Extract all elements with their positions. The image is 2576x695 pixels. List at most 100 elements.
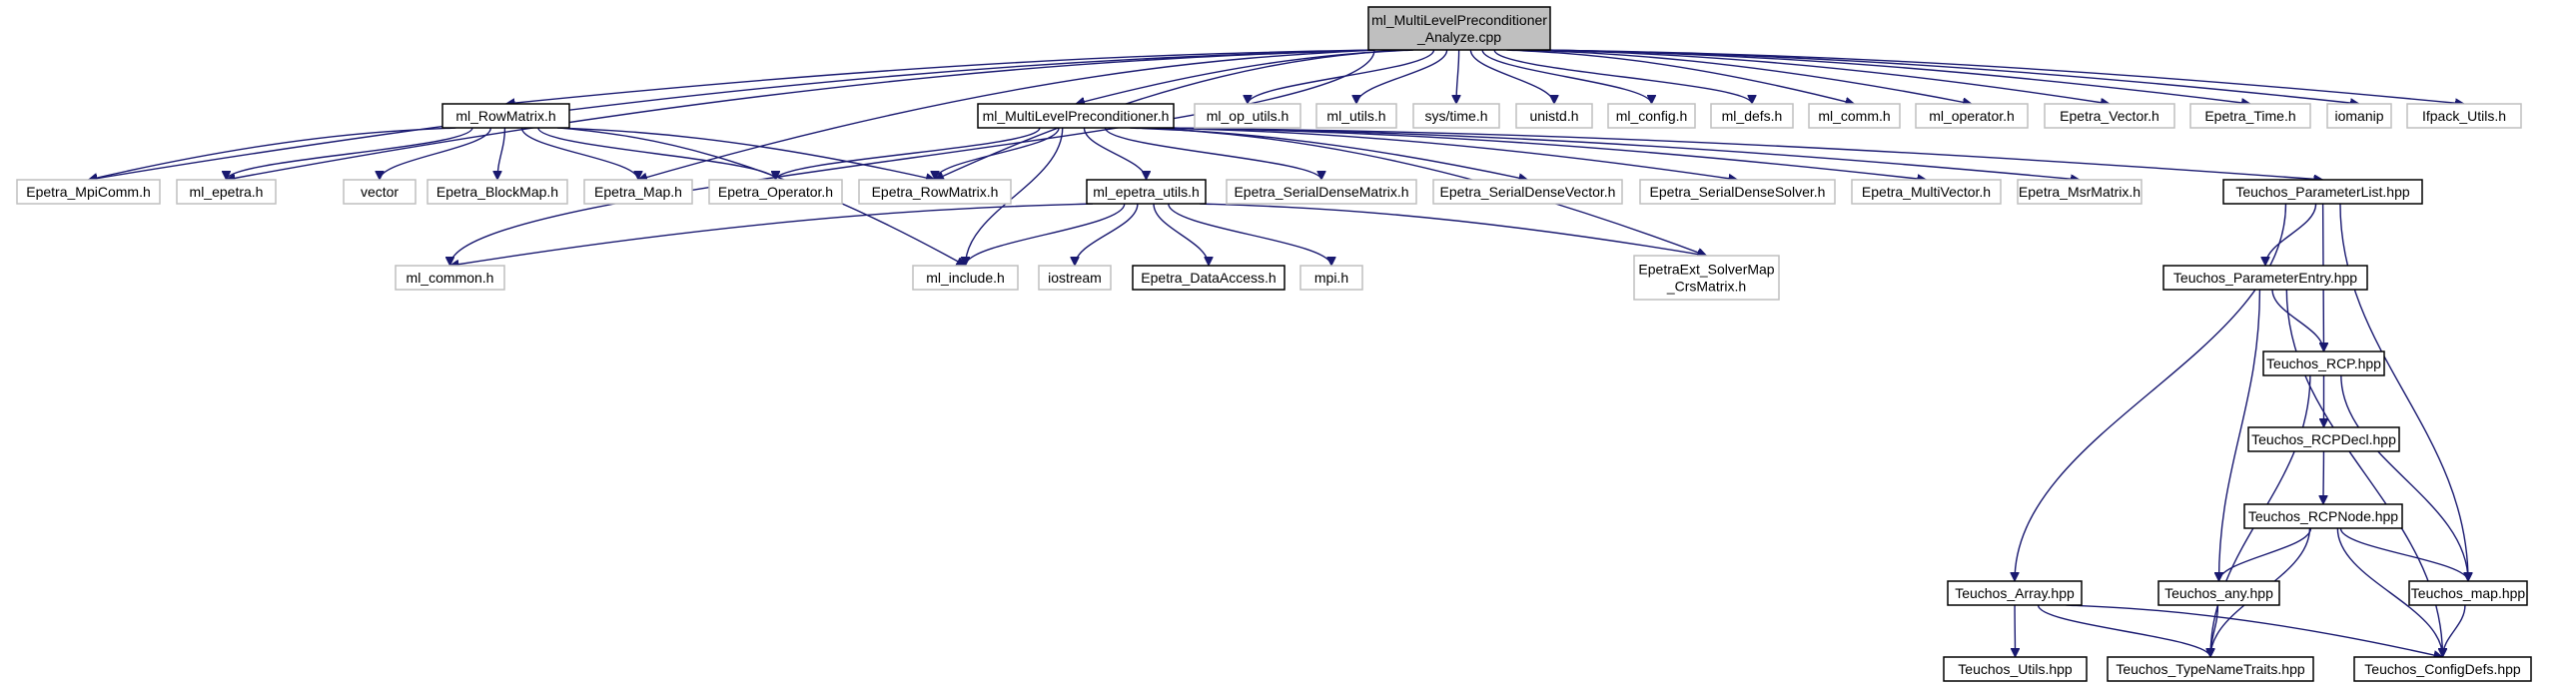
node-epetra_rowmatrix: Epetra_RowMatrix.h [858, 179, 1012, 205]
node-mlp_h[interactable]: ml_MultiLevelPreconditioner.h [977, 103, 1175, 129]
edge-rowmatrix_h-to-vector [380, 127, 492, 181]
node-box [1808, 103, 1901, 129]
node-label: mpi.h [1314, 270, 1348, 286]
edge-root-to-epetra_map [638, 49, 1375, 180]
node-label: ml_common.h [407, 270, 494, 286]
node-label: iostream [1048, 270, 1102, 286]
node-t_utils[interactable]: Teuchos_Utils.hpp [1943, 656, 2088, 682]
node-t_typename[interactable]: Teuchos_TypeNameTraits.hpp [2107, 656, 2314, 682]
node-t_plist[interactable]: Teuchos_ParameterList.hpp [2222, 179, 2423, 205]
node-ml_include: ml_include.h [912, 265, 1019, 291]
edge-mlp_h-to-ml_epetra_utils [1083, 127, 1146, 181]
node-box [1367, 6, 1551, 51]
node-ml_comm: ml_comm.h [1808, 103, 1901, 129]
node-box [1851, 179, 2002, 205]
node-box [2107, 656, 2314, 682]
node-ml_utils: ml_utils.h [1315, 103, 1397, 129]
node-t_pentry[interactable]: Teuchos_ParameterEntry.hpp [2162, 265, 2368, 291]
edge-t_rcpnode-to-t_map [2339, 527, 2468, 582]
node-epetra_dataaccess[interactable]: Epetra_DataAccess.h [1132, 265, 1286, 291]
edge-rowmatrix_h-to-epetra_operator [537, 127, 776, 181]
node-box [2406, 103, 2522, 129]
edge-rowmatrix_h-to-epetra_rowmatrix [557, 127, 935, 180]
node-box [1633, 255, 1780, 301]
node-t_map[interactable]: Teuchos_map.hpp [2408, 580, 2528, 606]
node-label: Teuchos_map.hpp [2411, 585, 2526, 601]
node-t_array[interactable]: Teuchos_Array.hpp [1947, 580, 2083, 606]
edge-t_array-to-t_typename [2037, 604, 2210, 658]
node-box [1947, 580, 2083, 606]
edge-mlp_h-to-solvermap [1151, 127, 1707, 256]
node-epetra_blockmap: Epetra_BlockMap.h [427, 179, 568, 205]
edge-mlp_h-to-sdv [1130, 127, 1527, 180]
node-box [343, 179, 417, 205]
node-epetra_vector: Epetra_Vector.h [2044, 103, 2175, 129]
edge-root-to-ml_utils [1356, 49, 1448, 105]
node-msrmatrix: Epetra_MsrMatrix.h [2017, 179, 2143, 205]
node-box [708, 179, 843, 205]
node-ml_config: ml_config.h [1607, 103, 1696, 129]
node-box [2243, 503, 2403, 529]
edge-mlp_h-to-t_plist [1167, 127, 2323, 180]
edge-t_map-to-t_configdefs [2443, 604, 2466, 658]
edge-t_plist-to-t_array [2015, 203, 2287, 581]
node-ml_defs: ml_defs.h [1710, 103, 1794, 129]
node-box [583, 179, 693, 205]
node-t_rcpnode[interactable]: Teuchos_RCPNode.hpp [2243, 503, 2403, 529]
node-label: Teuchos_ParameterEntry.hpp [2173, 270, 2357, 286]
nodes-layer: ml_MultiLevelPreconditioner_Analyze.cppm… [16, 6, 2532, 682]
node-root[interactable]: ml_MultiLevelPreconditioner_Analyze.cpp [1367, 6, 1551, 51]
node-ml_epetra_utils[interactable]: ml_epetra_utils.h [1086, 179, 1207, 205]
node-label: Teuchos_ParameterList.hpp [2235, 184, 2410, 200]
edge-root-to-ml_defs [1493, 49, 1752, 105]
edge-root-to-epetra_mpicomm [89, 49, 1375, 180]
node-box [1515, 103, 1593, 129]
node-box [2162, 265, 2368, 291]
node-box [1710, 103, 1794, 129]
node-t_rcpdecl[interactable]: Teuchos_RCPDecl.hpp [2247, 426, 2400, 452]
edge-ml_epetra_utils-to-epetra_dataaccess [1153, 203, 1209, 267]
node-box [1915, 103, 2029, 129]
node-box [427, 179, 568, 205]
node-box [1086, 179, 1207, 205]
node-box [1639, 179, 1836, 205]
node-label: ml_utils.h [1326, 108, 1385, 124]
node-box [1412, 103, 1500, 129]
node-label: ml_RowMatrix.h [455, 108, 555, 124]
node-label: ml_epetra.h [190, 184, 264, 200]
node-op_utils: ml_op_utils.h [1194, 103, 1301, 129]
node-box [2408, 580, 2528, 606]
edge-t_pentry-to-t_any [2219, 289, 2261, 581]
node-label: Epetra_SerialDenseMatrix.h [1234, 184, 1408, 200]
node-label: iomanip [2334, 108, 2383, 124]
node-box [2262, 350, 2385, 376]
node-label: Epetra_DataAccess.h [1141, 270, 1276, 286]
node-box [1943, 656, 2088, 682]
edge-t_plist-to-t_pentry [2265, 203, 2317, 267]
node-label: Epetra_Operator.h [718, 184, 833, 200]
node-sdv: Epetra_SerialDenseVector.h [1432, 179, 1623, 205]
edge-root-to-op_utils [1248, 49, 1435, 105]
node-label: Epetra_MsrMatrix.h [2019, 184, 2141, 200]
edge-rowmatrix_h-to-ml_epetra [227, 127, 473, 181]
node-t_rcp[interactable]: Teuchos_RCP.hpp [2262, 350, 2385, 376]
node-label: ml_include.h [926, 270, 1005, 286]
node-epetra_time: Epetra_Time.h [2189, 103, 2311, 129]
node-box [1299, 265, 1363, 291]
edge-rowmatrix_h-to-epetra_blockmap [497, 127, 506, 180]
edge-root-to-ml_epetra [227, 49, 1375, 180]
node-label: Epetra_Time.h [2204, 108, 2295, 124]
node-rowmatrix_h[interactable]: ml_RowMatrix.h [441, 103, 570, 129]
node-label: Teuchos_ConfigDefs.hpp [2364, 661, 2521, 677]
node-label: ml_epetra_utils.h [1093, 184, 1200, 200]
node-label: Teuchos_Array.hpp [1955, 585, 2075, 601]
node-box [2247, 426, 2400, 452]
node-t_configdefs[interactable]: Teuchos_ConfigDefs.hpp [2353, 656, 2532, 682]
node-label: Teuchos_RCP.hpp [2266, 355, 2381, 371]
node-box [2353, 656, 2532, 682]
node-label: Teuchos_any.hpp [2164, 585, 2273, 601]
node-t_any[interactable]: Teuchos_any.hpp [2157, 580, 2280, 606]
node-label: ml_defs.h [1722, 108, 1783, 124]
node-sdm: Epetra_SerialDenseMatrix.h [1226, 179, 1417, 205]
node-mpi: mpi.h [1299, 265, 1363, 291]
